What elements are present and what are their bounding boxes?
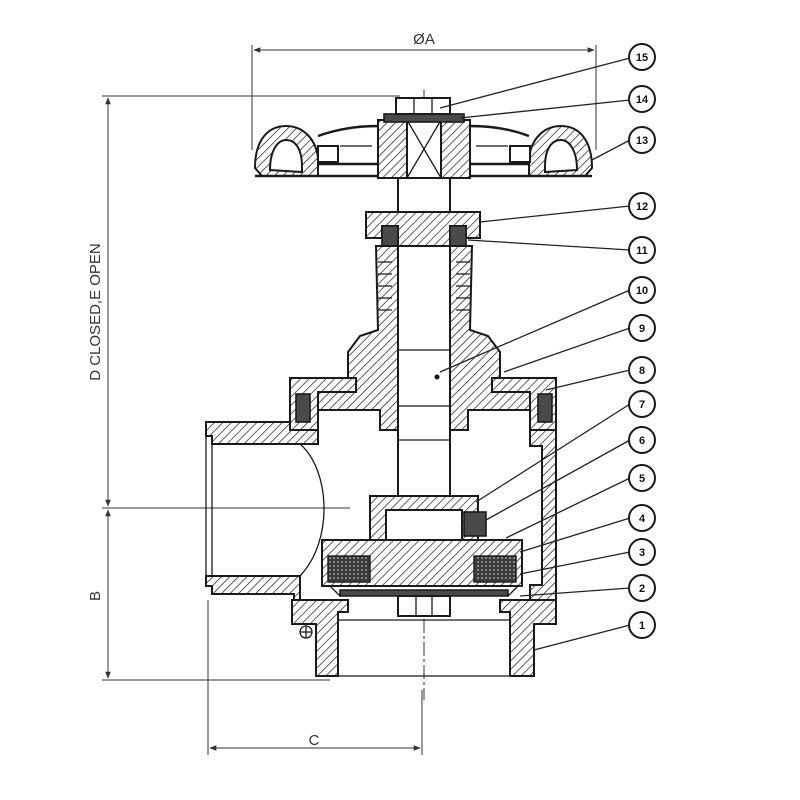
dimension-label-a: ØA [413, 31, 435, 48]
callout-4: 4 [628, 504, 656, 532]
seat-washer-left [327, 555, 371, 583]
callout-2: 2 [628, 574, 656, 602]
valve-body [205, 421, 557, 677]
svg-text:5: 5 [639, 473, 645, 485]
dimension-label-c: C [309, 732, 320, 749]
svg-text:2: 2 [639, 583, 645, 595]
svg-text:12: 12 [636, 201, 648, 213]
svg-text:15: 15 [636, 52, 648, 64]
handwheel-nut [395, 97, 451, 115]
dimension-label-b: B [87, 591, 104, 601]
callout-15: 15 [628, 43, 656, 71]
svg-text:9: 9 [639, 323, 645, 335]
callout-10: 10 [628, 276, 656, 304]
svg-text:3: 3 [639, 547, 645, 559]
handwheel [253, 119, 594, 179]
stem-marker-dot [434, 374, 440, 380]
gland-nut [365, 211, 481, 247]
callout-3: 3 [628, 538, 656, 566]
svg-text:13: 13 [636, 135, 648, 147]
svg-text:4: 4 [639, 513, 646, 525]
svg-text:1: 1 [639, 620, 645, 632]
bonnet [289, 245, 557, 431]
callout-13: 13 [628, 126, 656, 154]
callout-8: 8 [628, 356, 656, 384]
callout-11: 11 [628, 236, 656, 264]
svg-text:8: 8 [639, 365, 645, 377]
callout-1: 1 [628, 611, 656, 639]
leader-lines [439, 57, 631, 651]
svg-text:7: 7 [639, 399, 645, 411]
callout-5: 5 [628, 464, 656, 492]
svg-text:10: 10 [636, 285, 648, 297]
svg-text:6: 6 [639, 435, 645, 447]
callout-6: 6 [628, 426, 656, 454]
seat-washer-right [473, 555, 517, 583]
callout-12: 12 [628, 192, 656, 220]
callout-bubbles: 15 14 13 12 11 10 9 8 7 6 5 4 3 2 1 [628, 43, 656, 639]
washer [383, 113, 465, 123]
svg-text:11: 11 [636, 245, 648, 257]
callout-14: 14 [628, 85, 656, 113]
callout-9: 9 [628, 314, 656, 342]
dimension-label-d-e: D CLOSED,E OPEN [87, 243, 104, 381]
svg-text:14: 14 [636, 94, 649, 106]
disc-assembly [321, 495, 523, 617]
callout-7: 7 [628, 390, 656, 418]
